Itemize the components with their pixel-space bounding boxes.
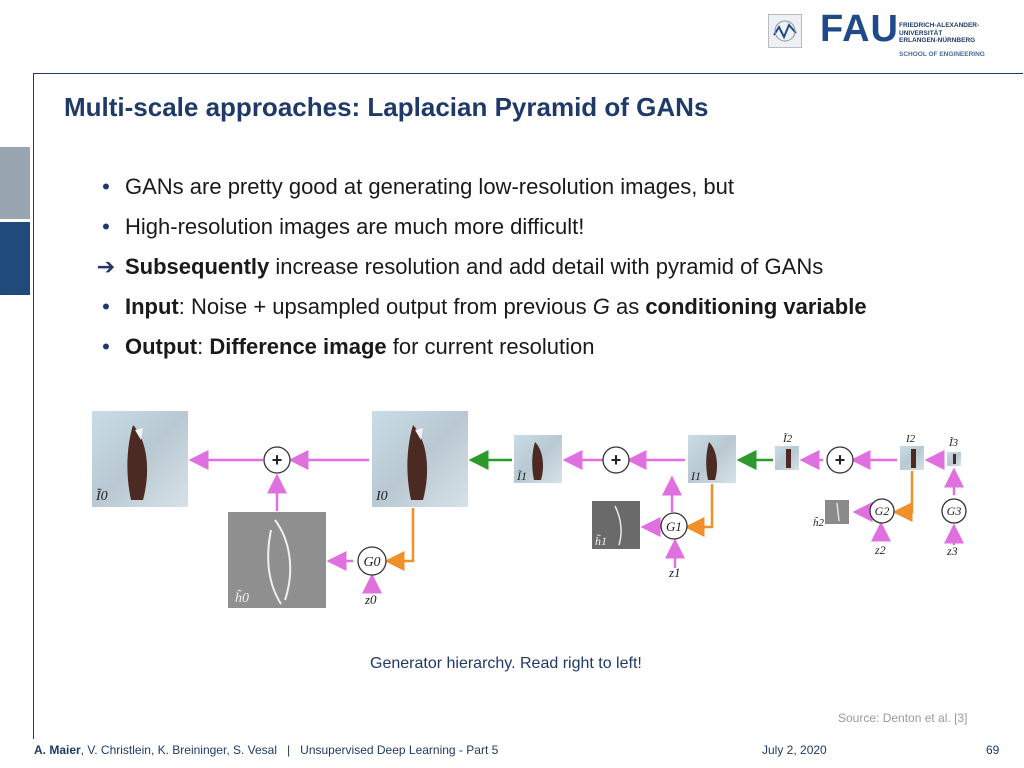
footer-date: July 2, 2020	[762, 743, 827, 757]
bullet-icon: •	[102, 294, 110, 319]
bullet-text: Output	[125, 334, 198, 359]
image-label: Ĩ2	[782, 433, 793, 445]
noise-label: z3	[946, 544, 958, 558]
bullet-list: • GANs are pretty good at generating low-…	[95, 172, 1005, 372]
residual-h0	[228, 512, 326, 608]
source-citation: Source: Denton et al. [3]	[838, 711, 968, 725]
bullet-item: • High-resolution images are much more di…	[95, 212, 1005, 252]
bullet-item: ➔ Subsequently increase resolution and ad…	[95, 252, 1005, 292]
footer-authors: A. Maier, V. Christlein, K. Breininger, …	[34, 743, 498, 757]
faculty-logo-icon	[768, 14, 802, 48]
bullet-text: as	[609, 294, 646, 319]
bullet-text: Input	[125, 294, 179, 319]
bullet-text: increase resolution and add detail with …	[269, 254, 824, 279]
side-tab-gray	[0, 147, 30, 219]
residual-label: h̃1	[595, 534, 607, 548]
side-tab-blue	[0, 222, 30, 295]
generator-node-G1	[660, 512, 688, 540]
image-I1	[688, 435, 736, 483]
arrow-icon: ➔	[96, 254, 116, 279]
bullet-item: • Input: Noise + upsampled output from pr…	[95, 292, 1005, 332]
residual-label: h̃2	[813, 516, 825, 529]
residual-label: h̃0	[235, 589, 249, 606]
footer-separator: |	[287, 743, 291, 757]
fau-logo: FAU	[820, 8, 899, 50]
generator-node-G0	[357, 546, 387, 576]
image-I3-tilde	[947, 452, 961, 466]
lead-author: A. Maier	[34, 743, 81, 757]
image-label: Ĩ0	[95, 487, 108, 504]
bullet-text: GANs are pretty good at generating low-r…	[125, 174, 734, 199]
figure-caption: Generator hierarchy. Read right to left!	[370, 655, 642, 672]
generator-label: G1	[666, 519, 682, 534]
bullet-text: conditioning variable	[645, 294, 867, 319]
bullet-text: : Noise + upsampled output from previous	[178, 294, 593, 319]
school-name: SCHOOL OF ENGINEERING	[899, 51, 985, 58]
plus-sign: +	[611, 450, 622, 470]
slide-title: Multi-scale approaches: Laplacian Pyrami…	[64, 92, 709, 122]
image-I0-tilde	[92, 411, 188, 507]
generator-hierarchy-diagram: + + + G0 G1 G2 G3 z0 z1 z2 z3 Ĩ0 I0 Ĩ1 I…	[92, 411, 967, 608]
bullet-item: • Output: Difference image for current re…	[95, 332, 1005, 372]
generator-node-G2	[869, 498, 895, 524]
image-I0	[372, 411, 468, 507]
lecture-title: Unsupervised Deep Learning - Part 5	[300, 743, 499, 757]
bullet-icon: •	[102, 174, 110, 199]
bullet-item: • GANs are pretty good at generating low-…	[95, 172, 1005, 212]
noise-label: z1	[668, 565, 681, 580]
generator-label: G2	[875, 504, 890, 518]
generator-node-G3	[941, 498, 967, 524]
bullet-text: :	[197, 334, 210, 359]
image-label: Ĩ1	[516, 469, 527, 483]
image-I2-tilde	[775, 446, 799, 470]
plus-node-1	[602, 446, 630, 474]
bullet-text: High-resolution images are much more dif…	[125, 214, 585, 239]
bullet-icon: •	[102, 214, 110, 239]
image-label: I1	[690, 469, 701, 483]
noise-label: z2	[874, 543, 886, 557]
residual-h2	[825, 500, 849, 524]
bullet-text: Difference image	[209, 334, 387, 359]
image-label: I0	[375, 489, 388, 504]
residual-h1	[592, 501, 640, 549]
co-authors: , V. Christlein, K. Breininger, S. Vesal	[80, 743, 278, 757]
page-number: 69	[986, 743, 1000, 757]
plus-node-2	[826, 446, 854, 474]
university-name: FRIEDRICH-ALEXANDER- UNIVERSITÄT ERLANGE…	[899, 22, 980, 44]
image-label: Ĩ3	[948, 437, 959, 449]
plus-sign: +	[835, 450, 846, 470]
bullet-icon: •	[102, 334, 110, 359]
image-label: I2	[905, 433, 916, 445]
bullet-text: G	[592, 294, 610, 319]
bullet-text: for current resolution	[386, 334, 595, 359]
bullet-text: Subsequently	[125, 254, 270, 279]
image-I1-tilde	[514, 435, 562, 483]
plus-node-0	[263, 446, 291, 474]
generator-label: G3	[947, 504, 962, 518]
plus-sign: +	[272, 450, 283, 470]
noise-label: z0	[364, 592, 377, 607]
image-I2	[900, 446, 924, 470]
generator-label: G0	[363, 555, 380, 570]
slide-frame	[33, 73, 1023, 739]
